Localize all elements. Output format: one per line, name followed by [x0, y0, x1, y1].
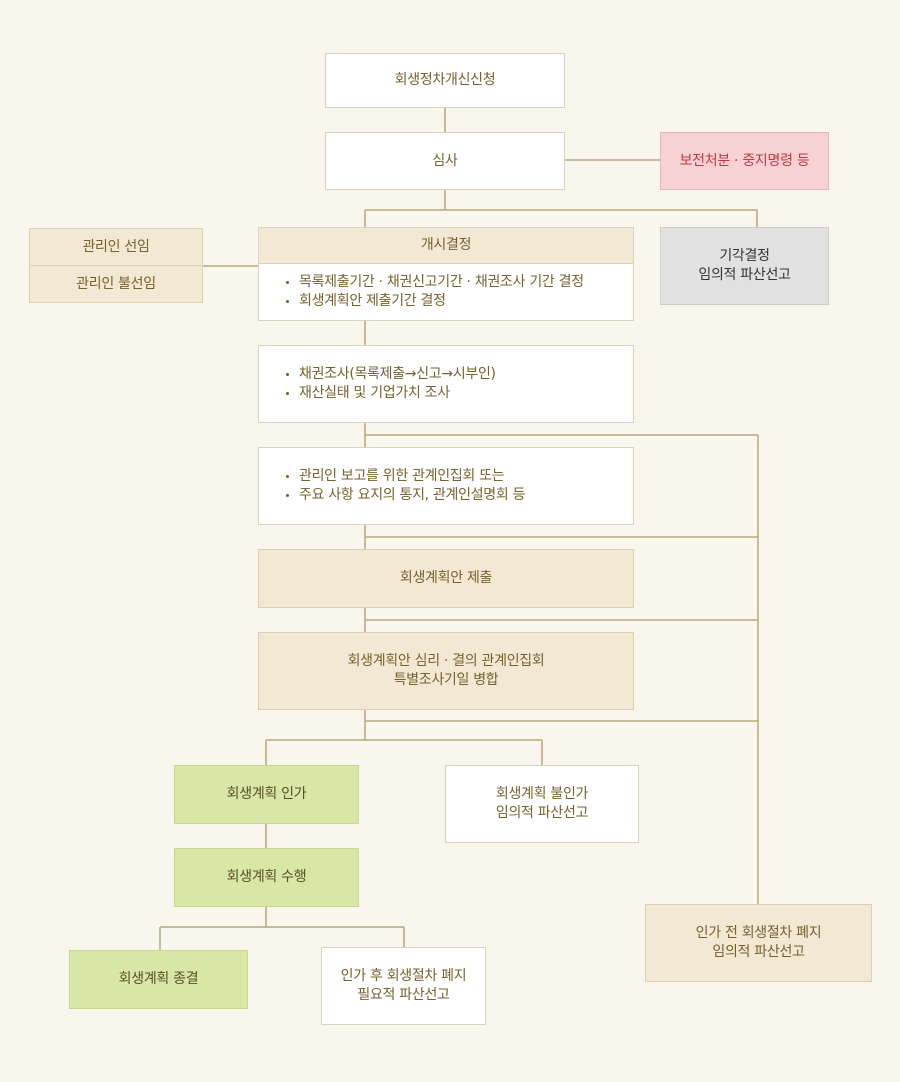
- plan-review-line: 회생계획안 심리 · 결의 관계인집회: [347, 653, 545, 669]
- disapproval-box: 회생계획 불인가 임의적 파산선고: [445, 765, 639, 843]
- trustee-not-appointed-label: 관리인 불선임: [76, 275, 156, 292]
- post-abolition-line: 필요적 파산선고: [357, 987, 450, 1003]
- post-abolition-line: 인가 후 회생절차 폐지: [340, 968, 467, 984]
- pre-abolition-line: 임의적 파산선고: [712, 944, 805, 960]
- execution-box: 회생계획 수행: [174, 848, 359, 907]
- meeting-bullet: 관리인 보고를 위한 관계인집회 또는: [285, 468, 505, 484]
- plan-review-box: 회생계획안 심리 · 결의 관계인집회 특별조사기일 병합: [258, 632, 634, 710]
- disapproval-line: 회생계획 불인가: [495, 786, 589, 802]
- trustee-box: 관리인 선임 관리인 불선임: [29, 228, 203, 303]
- dismissal-line: 임의적 파산선고: [698, 267, 791, 283]
- investigation-bullet: 채권조사(목록제출→신고→시부인): [286, 366, 496, 382]
- execution-label: 회생계획 수행: [226, 869, 307, 885]
- plan-submission-label: 회생계획안 제출: [399, 570, 493, 586]
- termination-box: 회생계획 종결: [69, 950, 248, 1009]
- review-box: 심사: [325, 132, 565, 190]
- trustee-appointed-label: 관리인 선임: [82, 238, 150, 255]
- meeting-box: 관리인 보고를 위한 관계인집회 또는 주요 사항 요지의 통지, 관계인설명회…: [258, 447, 634, 525]
- commencement-details: 목록제출기간 · 채권신고기간 · 채권조사 기간 결정 회생계획안 제출기간 …: [259, 264, 633, 320]
- investigation-bullet: 재산실태 및 기업가치 조사: [286, 385, 450, 401]
- preservation-label: 보전처분 · 중지명령 등: [679, 152, 810, 169]
- approval-label: 회생계획 인가: [226, 786, 307, 802]
- application-label: 회생정차개신신청: [394, 72, 496, 88]
- review-label: 심사: [432, 152, 458, 169]
- dismissal-box: 기각결정 임의적 파산선고: [660, 227, 829, 305]
- meeting-bullet: 주요 사항 요지의 통지, 관계인설명회 등: [285, 487, 526, 503]
- preservation-box: 보전처분 · 중지명령 등: [660, 132, 829, 190]
- application-box: 회생정차개신신청: [325, 53, 565, 108]
- termination-label: 회생계획 종결: [118, 971, 199, 987]
- approval-box: 회생계획 인가: [174, 765, 359, 824]
- pre-abolition-line: 인가 전 회생절차 폐지: [695, 925, 822, 941]
- commencement-title: 개시결정: [259, 228, 633, 264]
- trustee-appointed: 관리인 선임: [30, 229, 202, 265]
- trustee-not-appointed: 관리인 불선임: [30, 265, 202, 302]
- plan-submission-box: 회생계획안 제출: [258, 549, 634, 608]
- commencement-bullet: 목록제출기간 · 채권신고기간 · 채권조사 기간 결정: [286, 273, 633, 292]
- post-abolition-box: 인가 후 회생절차 폐지 필요적 파산선고: [321, 947, 486, 1025]
- plan-review-line: 특별조사기일 병합: [393, 672, 499, 688]
- investigation-box: 채권조사(목록제출→신고→시부인) 재산실태 및 기업가치 조사: [258, 345, 634, 423]
- commencement-title-label: 개시결정: [420, 237, 472, 253]
- pre-abolition-box: 인가 전 회생절차 폐지 임의적 파산선고: [645, 904, 872, 982]
- commencement-box: 개시결정 목록제출기간 · 채권신고기간 · 채권조사 기간 결정 회생계획안 …: [258, 227, 634, 321]
- commencement-bullet: 회생계획안 제출기간 결정: [286, 292, 633, 311]
- disapproval-line: 임의적 파산선고: [495, 805, 589, 821]
- dismissal-line: 기각결정: [719, 248, 770, 264]
